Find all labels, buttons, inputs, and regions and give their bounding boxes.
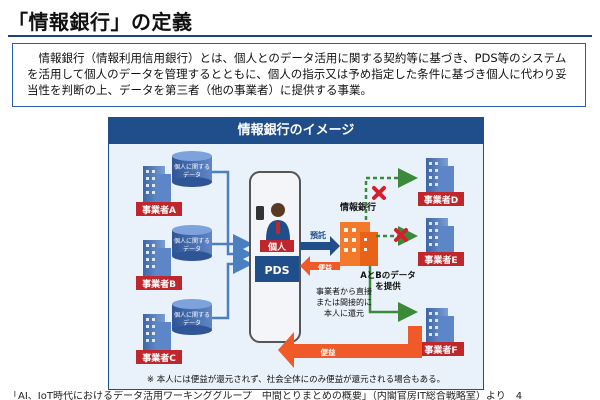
provide-label-2: を提供 — [375, 281, 401, 292]
business-f-group: 事業者F — [418, 308, 464, 356]
person-label-bg — [260, 240, 294, 252]
info-bank-label: 情報銀行 — [339, 201, 376, 213]
data-cylinder-icon — [172, 299, 212, 335]
return-text-2: または間接的に — [316, 297, 372, 307]
data-label-a-2: データ — [183, 171, 201, 179]
data-label-a-1: 個人に関する — [174, 163, 210, 171]
info-bank-diagram: 事業者A 個人に関する データ 事業者B 個人に関する データ — [136, 151, 464, 385]
definition-box: 情報銀行（情報利用信用銀行）とは、個人とのデータ活用に関する契約等に基づき、PD… — [12, 43, 586, 107]
data-label-c-2: データ — [183, 319, 201, 327]
building-icon — [426, 308, 454, 342]
building-icon — [143, 240, 171, 276]
bank-building-icon — [340, 222, 378, 266]
business-f-label: 事業者F — [424, 344, 457, 356]
diagram-note: ※ 本人には便益が還元されず、社会全体にのみ便益が還元される場合もある。 — [147, 374, 445, 385]
building-icon — [143, 166, 171, 202]
business-a-label-bg — [136, 202, 182, 216]
business-e-label-bg — [418, 252, 464, 266]
smartphone-icon — [256, 206, 264, 220]
business-d-label-bg — [418, 192, 464, 206]
data-label-b-2: データ — [183, 245, 201, 253]
business-c-label-bg — [136, 350, 182, 364]
page-title: 「情報銀行」の定義 — [8, 10, 193, 34]
title-underline — [8, 35, 592, 37]
source-footnote: 「AI、IoT時代におけるデータ活用ワーキンググループ 中間とりまとめの概要」（… — [8, 391, 523, 400]
return-text-1: 事業者から直接 — [316, 286, 372, 296]
cross-mark-icon — [372, 186, 386, 200]
deposit-arrow — [300, 236, 340, 256]
deposit-label: 預託 — [310, 230, 326, 240]
data-flow-arrows — [212, 170, 253, 320]
return-text-3: 本人に還元 — [324, 308, 364, 318]
business-e-label: 事業者E — [424, 254, 457, 266]
business-b-label-bg — [136, 276, 182, 290]
building-icon — [426, 158, 454, 192]
business-d-group: 事業者D — [418, 158, 464, 206]
building-icon — [143, 314, 171, 350]
business-b-group: 事業者B 個人に関する データ — [136, 225, 212, 290]
data-label-b-1: 個人に関する — [174, 237, 210, 245]
building-icon — [426, 218, 454, 252]
benefit-label-return: 便益 — [321, 347, 336, 357]
diagram-header: 情報銀行のイメージ — [108, 117, 484, 144]
person-icon — [266, 203, 290, 240]
business-a-group: 事業者A 個人に関する データ — [136, 151, 212, 216]
cross-mark-icon — [394, 228, 408, 242]
business-e-group: 事業者E — [418, 218, 464, 266]
provide-label-1: AとBのデータ — [360, 270, 416, 281]
business-a-label: 事業者A — [142, 204, 176, 216]
person-label: 個人 — [267, 241, 287, 253]
provide-arrows — [364, 168, 418, 322]
benefit-return-arrow — [278, 326, 422, 368]
pds-label: PDS — [264, 264, 289, 277]
business-f-label-bg — [418, 342, 464, 356]
business-c-group: 事業者C 個人に関する データ — [136, 299, 212, 364]
data-cylinder-icon — [172, 225, 212, 261]
benefit-arrow-bank — [300, 256, 340, 276]
benefit-label-bank: 便益 — [318, 263, 332, 272]
data-label-c-1: 個人に関する — [174, 311, 210, 319]
business-b-label: 事業者B — [142, 278, 176, 290]
business-d-label: 事業者D — [424, 194, 458, 206]
business-c-label: 事業者C — [142, 352, 176, 364]
data-cylinder-icon — [172, 151, 212, 187]
pds-box — [255, 256, 299, 282]
